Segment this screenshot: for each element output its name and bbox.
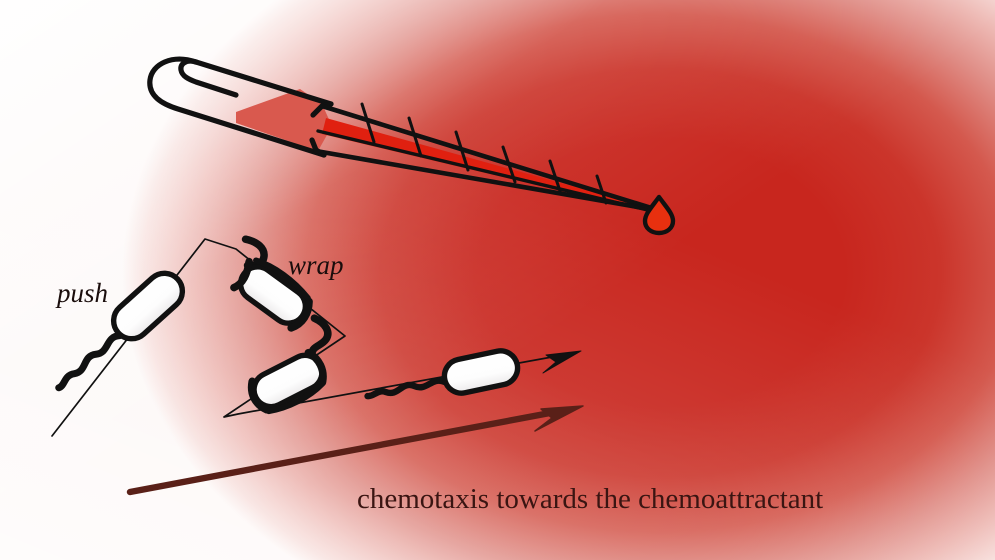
flagellum-push-bundle <box>55 332 124 392</box>
cell-body-push-right <box>441 348 521 396</box>
trajectory-polyline <box>51 238 575 437</box>
bacterium-push-right <box>364 348 521 400</box>
pipette-shaft-inner-edge <box>316 129 658 214</box>
flagellum-wrap-upper-coil-b <box>287 297 313 332</box>
flagellum-wrap-lower-coil-c <box>265 380 326 415</box>
trajectory-arrowhead <box>542 350 582 374</box>
flagellum-wrap-lower-coil-a <box>247 377 271 414</box>
pipette-liquid-column-group <box>322 118 658 214</box>
flagellum-wrap-lower-coil-b <box>304 348 327 387</box>
cell-body-push <box>110 270 186 342</box>
pipette-reservoir-fill <box>236 89 332 151</box>
flagellum-wrap-upper-coil-a <box>230 257 253 292</box>
flagellum-wrap-lower-lead <box>308 314 332 357</box>
bacterium-wrap-lower <box>247 314 332 415</box>
pipette-barrel-inner-outline <box>193 59 334 107</box>
pipette-liquid-column <box>322 118 658 214</box>
chemotaxis-direction-arrow <box>126 405 584 496</box>
flagellum-push-right-bundle <box>364 377 448 400</box>
caption-chemotaxis: chemotaxis towards the chemoattractant <box>357 483 823 515</box>
pipette-shaft-upper-edge <box>319 103 664 214</box>
chemotaxis-arrowhead <box>534 405 584 432</box>
chemoattractant-droplet <box>642 194 676 236</box>
flagellum-wrap-upper-coil-c <box>253 257 311 302</box>
label-push: push <box>55 278 108 308</box>
label-wrap: wrap <box>288 250 344 280</box>
chemotaxis-arrow-shaft <box>126 409 554 496</box>
pipette-bulb-bend <box>178 58 239 98</box>
pipette-barrel-outline <box>147 56 327 158</box>
bacterium-wrap-upper <box>230 235 313 332</box>
swimming-trajectory <box>51 238 582 437</box>
bacterium-push <box>55 270 186 392</box>
graduated-pipette <box>147 56 676 236</box>
